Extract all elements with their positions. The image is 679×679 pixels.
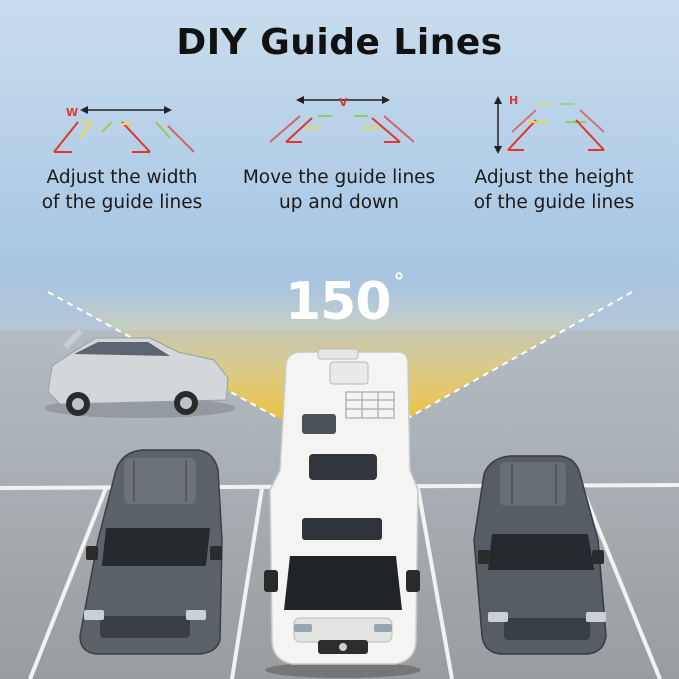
motorhome bbox=[264, 348, 421, 678]
vertical-move-guide-icon bbox=[269, 96, 415, 143]
width-guide-icon bbox=[53, 106, 195, 153]
degree-symbol: ° bbox=[393, 270, 405, 295]
height-guide-icon bbox=[494, 96, 605, 154]
vertical-letter: V bbox=[339, 96, 348, 109]
silver-sedan bbox=[45, 329, 235, 418]
caption-line: Move the guide lines bbox=[242, 167, 436, 188]
width-letter: W bbox=[66, 106, 78, 119]
caption-line: of the guide lines bbox=[473, 192, 635, 213]
feature-caption-vertical: Move the guide lines up and down bbox=[229, 165, 449, 215]
left-suv bbox=[79, 449, 223, 655]
caption-line: Adjust the height bbox=[474, 167, 634, 188]
view-angle-label: 150° bbox=[285, 270, 405, 332]
feature-caption-width: Adjust the width of the guide lines bbox=[12, 165, 232, 215]
view-angle-value: 150 bbox=[285, 272, 392, 332]
page-title: DIY Guide Lines bbox=[176, 22, 503, 63]
right-suv bbox=[473, 455, 607, 655]
caption-line: of the guide lines bbox=[41, 192, 203, 213]
height-letter: H bbox=[509, 94, 518, 107]
caption-line: up and down bbox=[279, 192, 399, 213]
caption-line: Adjust the width bbox=[46, 167, 198, 188]
feature-caption-height: Adjust the height of the guide lines bbox=[444, 165, 664, 215]
view-edge-right bbox=[407, 291, 633, 419]
